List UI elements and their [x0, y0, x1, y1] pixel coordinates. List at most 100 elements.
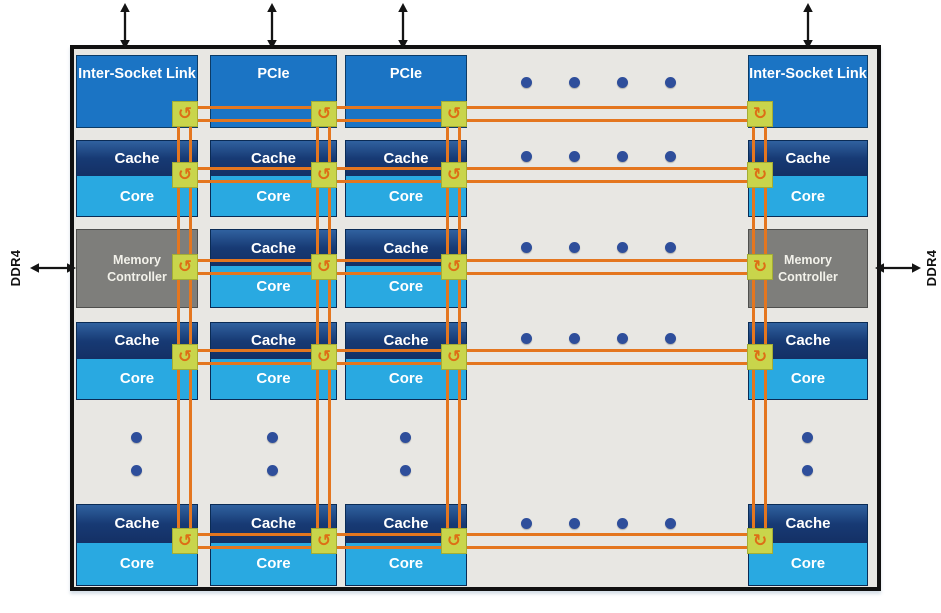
dot: [665, 242, 676, 253]
core-label: Core: [119, 370, 155, 388]
dot: [569, 242, 580, 253]
loop-arrow-icon: ↻: [752, 164, 768, 185]
inter-socket-link-label: Inter-Socket Link: [78, 66, 196, 82]
ellipsis-dots-vertical: [131, 432, 142, 476]
dot: [521, 77, 532, 88]
cache-label: Cache: [114, 332, 160, 350]
dot: [521, 151, 532, 162]
dot: [665, 333, 676, 344]
pcie-block-1: PCIe: [210, 55, 337, 128]
cache-label: Cache: [250, 515, 297, 533]
dot: [400, 465, 411, 476]
dot: [521, 518, 532, 529]
mesh-router: ↻: [747, 254, 773, 280]
dot: [569, 333, 580, 344]
loop-arrow-icon: ↺: [316, 103, 332, 124]
cache-label: Cache: [383, 515, 429, 533]
cache-label: Cache: [250, 332, 297, 350]
cache-label: Cache: [250, 150, 297, 168]
cache-label: Cache: [250, 239, 297, 257]
mesh-router: ↺: [311, 528, 337, 554]
loop-arrow-icon: ↻: [752, 530, 768, 551]
mesh-vertical-links-c1: [177, 102, 192, 552]
core-label: Core: [388, 370, 424, 388]
loop-arrow-icon: ↺: [177, 164, 193, 185]
core-label: Core: [790, 555, 826, 573]
core-label: Core: [388, 278, 424, 296]
core-label: Core: [790, 187, 826, 205]
core-label: Core: [388, 555, 424, 573]
ddr4-label-left: DDR4: [8, 249, 23, 287]
inter-socket-link-label: Inter-Socket Link: [749, 66, 867, 82]
mesh-vertical-links-c4: [752, 102, 767, 552]
mesh-horizontal-links-r2: [172, 259, 772, 275]
dot: [131, 432, 142, 443]
core-label: Core: [119, 187, 155, 205]
ddr4-label-right: DDR4: [924, 249, 939, 287]
loop-arrow-icon: ↻: [752, 256, 768, 277]
cache-label: Cache: [383, 239, 429, 257]
mesh-router: ↺: [311, 101, 337, 127]
cache-label: Cache: [785, 515, 831, 533]
cache-section: Cache: [211, 505, 336, 543]
core-label: Core: [256, 370, 291, 388]
pcie-label: PCIe: [389, 66, 423, 82]
dot: [521, 242, 532, 253]
ddr-arrow-icon: [875, 263, 921, 273]
loop-arrow-icon: ↺: [446, 346, 462, 367]
ellipsis-dots-horizontal: [521, 518, 676, 529]
dot: [802, 465, 813, 476]
pcie-label: PCIe: [257, 66, 290, 82]
top-port-arrow-icon: [120, 3, 130, 49]
loop-arrow-icon: ↺: [316, 530, 332, 551]
loop-arrow-icon: ↺: [446, 530, 462, 551]
dot: [617, 77, 628, 88]
dot: [665, 77, 676, 88]
ellipsis-dots-horizontal: [521, 151, 676, 162]
loop-arrow-icon: ↺: [446, 103, 462, 124]
core-label: Core: [790, 370, 826, 388]
core-label: Core: [388, 187, 424, 205]
cache-label: Cache: [114, 150, 160, 168]
dot: [665, 151, 676, 162]
loop-arrow-icon: ↺: [316, 346, 332, 367]
dot: [131, 465, 142, 476]
top-port-arrow-icon: [803, 3, 813, 49]
core-label: Core: [256, 555, 291, 573]
mesh-router: ↺: [441, 254, 467, 280]
loop-arrow-icon: ↻: [752, 103, 768, 124]
chip-die: [70, 45, 881, 591]
dot: [569, 518, 580, 529]
mesh-router: ↺: [441, 162, 467, 188]
mesh-router: ↺: [311, 162, 337, 188]
loop-arrow-icon: ↺: [177, 103, 193, 124]
dot: [267, 465, 278, 476]
ddr-arrow-icon: [30, 263, 76, 273]
dot: [617, 333, 628, 344]
dot: [617, 242, 628, 253]
mesh-router: ↺: [441, 101, 467, 127]
mesh-router: ↻: [747, 528, 773, 554]
dot: [267, 432, 278, 443]
loop-arrow-icon: ↺: [177, 530, 193, 551]
ellipsis-dots-vertical: [400, 432, 411, 476]
ellipsis-dots-horizontal: [521, 333, 676, 344]
dot: [665, 518, 676, 529]
mesh-horizontal-links-r3: [172, 349, 772, 365]
cache-label: Cache: [785, 150, 831, 168]
loop-arrow-icon: ↺: [446, 164, 462, 185]
dot: [617, 151, 628, 162]
dot: [521, 333, 532, 344]
top-port-arrow-icon: [267, 3, 277, 49]
mesh-router: ↻: [747, 344, 773, 370]
mesh-router: ↺: [172, 101, 198, 127]
mesh-router: ↺: [441, 528, 467, 554]
core-label: Core: [256, 278, 291, 296]
dot: [400, 432, 411, 443]
mesh-vertical-links-c3: [446, 102, 461, 552]
mesh-router: ↺: [311, 344, 337, 370]
mesh-router: ↺: [172, 254, 198, 280]
mesh-router: ↻: [747, 101, 773, 127]
memory-controller-label: Memory Controller: [107, 252, 167, 284]
core-section: Core: [749, 542, 867, 585]
